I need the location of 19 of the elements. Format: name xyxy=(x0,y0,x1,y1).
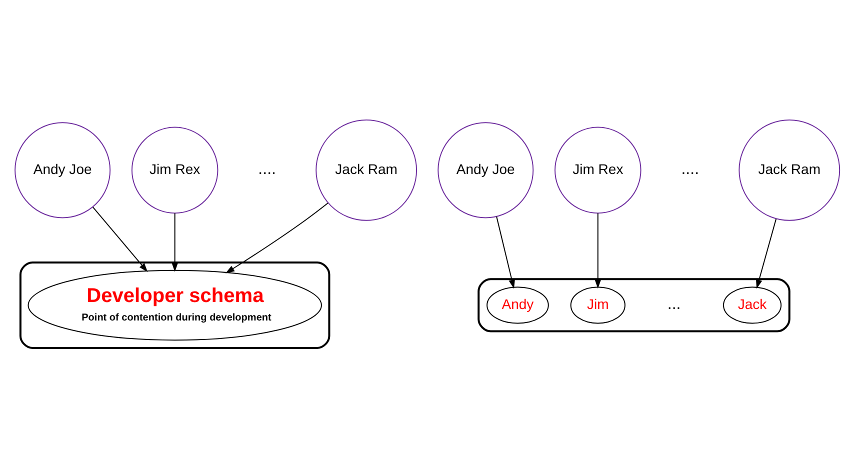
node-ellipse: Jim xyxy=(570,286,626,324)
arrow xyxy=(225,202,328,274)
label: .... xyxy=(258,160,276,178)
arrow xyxy=(92,206,148,272)
arrow xyxy=(756,218,777,289)
node-circle: Andy Joe xyxy=(438,122,534,218)
node-ellipse: Developer schema Point of contention during development xyxy=(28,270,322,341)
node-circle: Andy Joe xyxy=(14,122,111,218)
node-ellipse: Jack xyxy=(723,286,782,324)
label: ... xyxy=(667,295,681,314)
node-ellipse: Andy xyxy=(486,286,549,324)
node-circle: Jim Rex xyxy=(131,126,218,214)
node-circle: Jack Ram xyxy=(316,119,418,221)
arrow xyxy=(594,213,602,289)
arrow xyxy=(496,216,515,289)
arrow xyxy=(172,213,178,272)
node-circle: Jim Rex xyxy=(554,126,642,214)
label: .... xyxy=(681,160,700,178)
node-circle: Jack Ram xyxy=(738,119,840,221)
